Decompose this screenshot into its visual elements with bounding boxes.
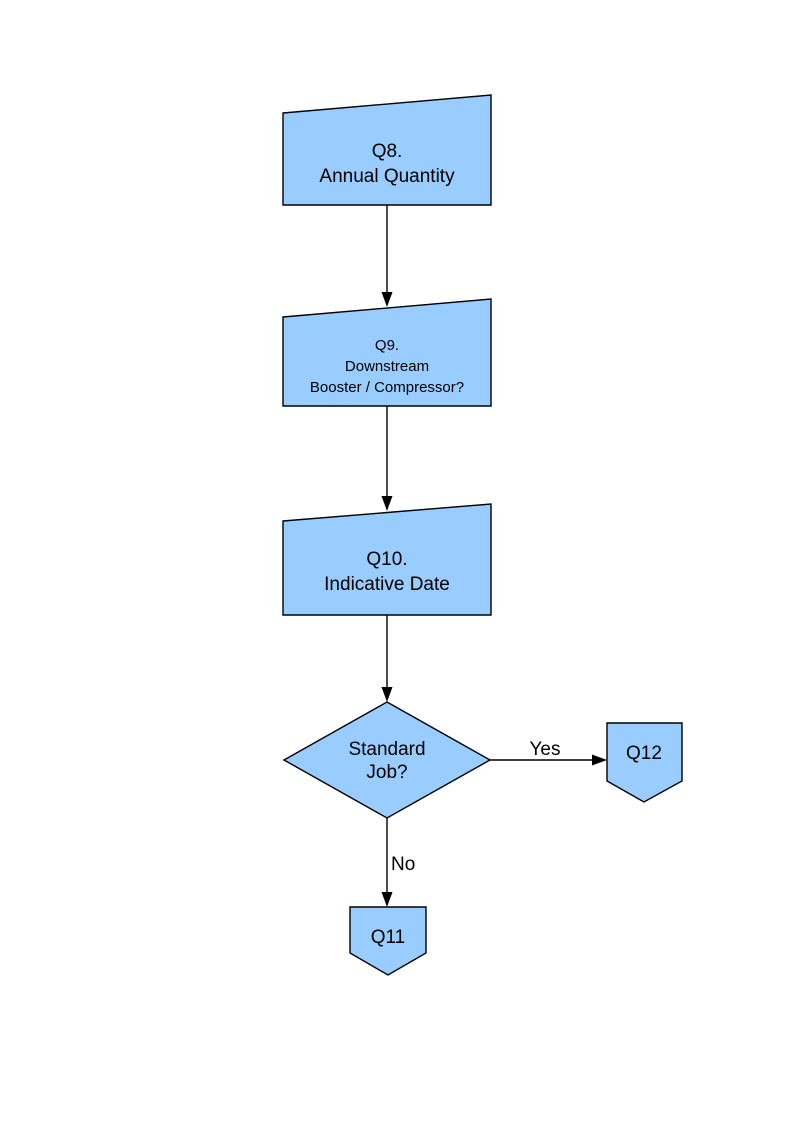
connector-q10-to-decision <box>381 615 393 702</box>
node-q9[interactable]: Q9. Downstream Booster / Compressor? <box>282 298 492 407</box>
connector-decision-to-q11 <box>381 818 393 907</box>
node-q12-label: Q12 <box>626 743 662 764</box>
node-q11-label: Q11 <box>371 927 406 948</box>
connector-decision-to-q12 <box>490 754 607 766</box>
node-q8-line1: Q8. <box>372 141 403 162</box>
node-q8-line2: Annual Quantity <box>319 166 455 187</box>
connector-q9-to-q10 <box>381 406 393 511</box>
node-q8[interactable]: Q8. Annual Quantity <box>282 94 492 206</box>
node-q12[interactable]: Q12 <box>606 722 683 803</box>
connector-q8-to-q9 <box>381 205 393 307</box>
edge-label-no: No <box>391 854 415 875</box>
edge-label-yes: Yes <box>530 739 561 760</box>
node-q10[interactable]: Q10. Indicative Date <box>282 503 492 616</box>
node-decision-line2: Job? <box>366 762 407 783</box>
node-decision-standard-job[interactable]: Standard Job? <box>282 701 492 819</box>
node-q10-line2: Indicative Date <box>324 574 450 595</box>
node-q10-line1: Q10. <box>366 549 407 570</box>
node-q9-line1: Q9. <box>375 337 399 354</box>
node-q9-line2: Downstream <box>345 358 429 375</box>
node-decision-line1: Standard <box>348 739 425 760</box>
node-q9-line3: Booster / Compressor? <box>310 379 464 396</box>
node-q11[interactable]: Q11 <box>349 906 427 976</box>
